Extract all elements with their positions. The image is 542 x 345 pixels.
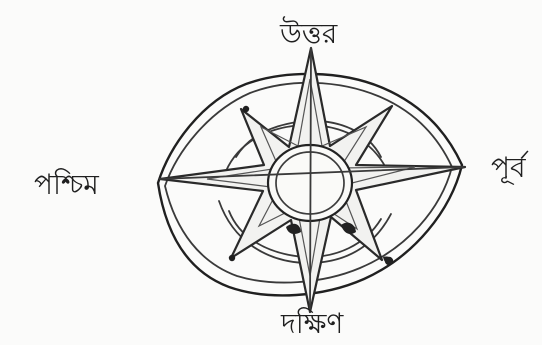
compass-north-south-line — [310, 48, 311, 312]
west-label: পশ্চিম — [34, 168, 99, 201]
southwest-tip-dot — [229, 255, 235, 261]
north-label: উত্তর — [279, 16, 338, 50]
northwest-tip-dot — [243, 106, 249, 112]
south-label: দক্ষিণ — [280, 307, 344, 340]
east-label: পূর্ব — [491, 151, 529, 185]
